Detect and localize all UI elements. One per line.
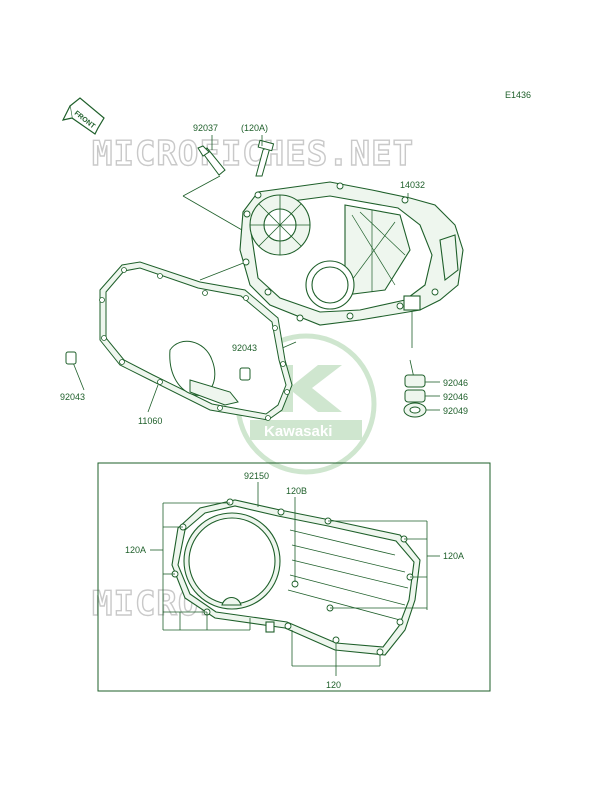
label-92046-a: 92046 [443, 378, 468, 388]
label-92150: 92150 [244, 471, 269, 481]
label-92043-center: 92043 [232, 343, 257, 353]
bolt-92037-drawing [197, 145, 226, 176]
collar-92046-a-drawing [404, 374, 426, 388]
label-120a-left: 120A [125, 545, 146, 555]
clutch-cover-drawing [171, 498, 421, 656]
leader-lines-bottom [150, 482, 440, 676]
label-120b: 120B [286, 486, 307, 496]
label-120a-top: (120A) [241, 123, 268, 133]
label-92049: 92049 [443, 406, 468, 416]
detail-frame [97, 462, 491, 692]
label-120a-right: 120A [443, 551, 464, 561]
dowel-92043-center-drawing [239, 367, 251, 381]
front-arrow-icon: FRONT [61, 97, 105, 135]
crankcase-cover-drawing [239, 181, 464, 326]
dowel-92043-left-drawing [65, 351, 77, 365]
label-92046-b: 92046 [443, 392, 468, 402]
label-120: 120 [326, 680, 341, 690]
kawasaki-logo: Kawasaki [235, 333, 377, 475]
kawasaki-logo-text: Kawasaki [264, 423, 332, 440]
watermark-top: MICROFICHES.NET [92, 134, 414, 174]
label-92043-left: 92043 [60, 392, 85, 402]
seal-92049-drawing [403, 402, 427, 418]
diagram-code: E1436 [505, 90, 531, 100]
label-14032: 14032 [400, 180, 425, 190]
label-11060: 11060 [138, 416, 162, 426]
label-92037: 92037 [193, 123, 218, 133]
collar-92046-b-drawing [404, 389, 426, 403]
